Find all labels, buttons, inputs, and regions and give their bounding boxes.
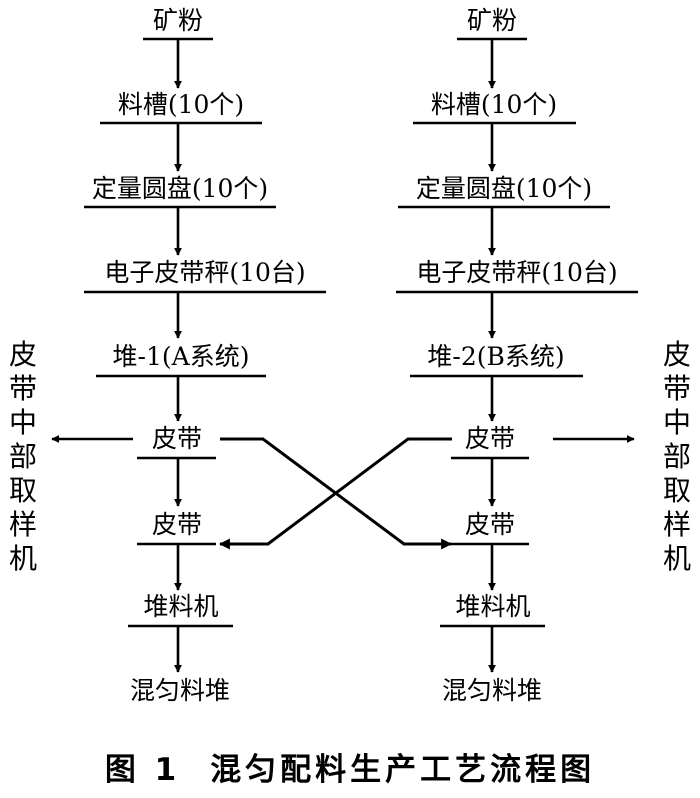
figure-title: 混匀配料生产工艺流程图 <box>210 752 596 788</box>
right-sampler-label: 皮带中部取样机 <box>662 338 691 575</box>
right-node-pile-b-system: 堆-2(B系统) <box>427 342 565 371</box>
right-node-ore-powder: 矿粉 <box>466 6 518 35</box>
left-node-stacker: 堆料机 <box>143 592 219 621</box>
left-node-blending-pile: 混匀料堆 <box>129 676 231 705</box>
right-underlines <box>396 37 638 628</box>
right-node-disc-feeders: 定量圆盘(10个) <box>415 174 593 203</box>
left-node-pile-a-system: 堆-1(A系统) <box>112 342 250 371</box>
right-node-bins: 料槽(10个) <box>430 90 558 119</box>
right-node-blending-pile: 混匀料堆 <box>441 676 543 705</box>
left-sampler-label: 皮带中部取样机 <box>8 338 37 575</box>
right-node-belt-1: 皮带 <box>464 424 516 453</box>
left-node-ore-powder: 矿粉 <box>152 6 204 35</box>
figure-caption: 图 1 混匀配料生产工艺流程图 <box>0 744 700 789</box>
left-node-bins: 料槽(10个) <box>117 90 245 119</box>
right-node-belt-2: 皮带 <box>464 510 516 539</box>
left-node-belt-2: 皮带 <box>151 510 203 539</box>
arrow-cross-left-to-right <box>220 437 453 550</box>
left-node-disc-feeders: 定量圆盘(10个) <box>91 174 269 203</box>
right-node-stacker: 堆料机 <box>455 592 531 621</box>
left-node-belt-1: 皮带 <box>151 424 203 453</box>
cross-arrows <box>218 437 453 550</box>
arrow-cross-right-to-left <box>218 437 452 550</box>
left-underlines <box>84 37 326 628</box>
left-node-belt-scales: 电子皮带秤(10台) <box>104 258 306 287</box>
figure-number: 图 1 <box>104 752 181 788</box>
right-node-belt-scales: 电子皮带秤(10台) <box>416 258 618 287</box>
